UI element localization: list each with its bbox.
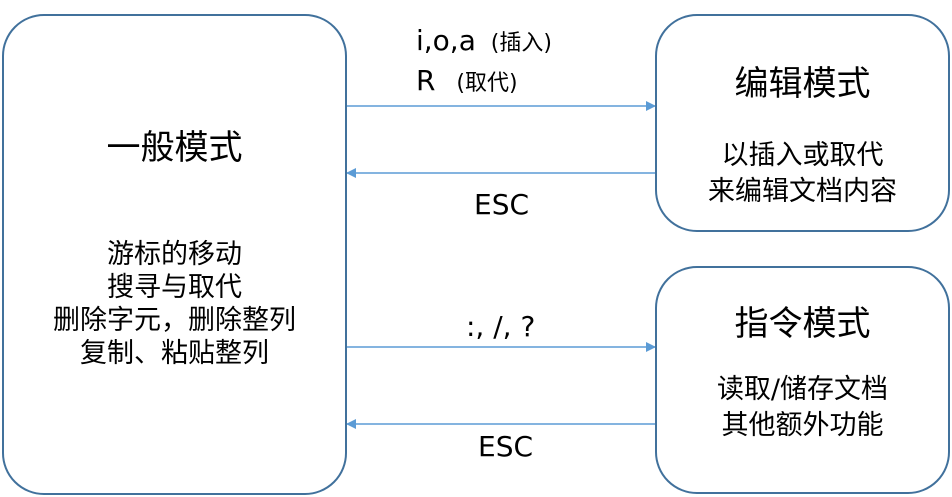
command-mode-title: 指令模式 [734,304,871,344]
edge-label-esc-edit: ESC [474,188,530,221]
edit-mode-line: 来编辑文档内容 [708,176,897,207]
normal-mode-line: 搜寻与取代 [107,272,242,303]
edit-mode-description: 以插入或取代 来编辑文档内容 [657,138,948,210]
normal-mode-box: 一般模式 游标的移动 搜寻与取代 删除字元，删除整列 复制、粘贴整列 [2,14,347,495]
replace-note: (取代) [456,71,518,96]
edit-mode-line: 以插入或取代 [721,140,884,171]
edit-mode-box: 编辑模式 以插入或取代 来编辑文档内容 [655,14,950,232]
edge-label-esc-command: ESC [478,430,534,463]
normal-mode-description: 游标的移动 搜寻与取代 删除字元，删除整列 复制、粘贴整列 [4,238,345,370]
edge-label-insert-keys: i,o,a (插入) [416,24,552,57]
command-mode-line: 其他额外功能 [721,410,884,441]
command-mode-description: 读取/储存文档 其他额外功能 [657,372,948,444]
command-mode-line: 读取/储存文档 [716,374,889,405]
edit-mode-title: 编辑模式 [734,64,871,104]
normal-mode-line: 复制、粘贴整列 [80,338,269,369]
insert-keys: i,o,a [416,24,476,57]
edge-label-replace-keys: R (取代) [416,64,518,97]
normal-mode-line: 删除字元，删除整列 [53,305,296,336]
command-mode-box: 指令模式 读取/储存文档 其他额外功能 [655,266,950,494]
normal-mode-line: 游标的移动 [107,239,242,270]
normal-mode-title: 一般模式 [106,128,243,168]
edge-label-command-keys: :, /, ? [466,310,536,343]
insert-note: (插入) [490,31,552,56]
replace-key: R [416,64,436,97]
